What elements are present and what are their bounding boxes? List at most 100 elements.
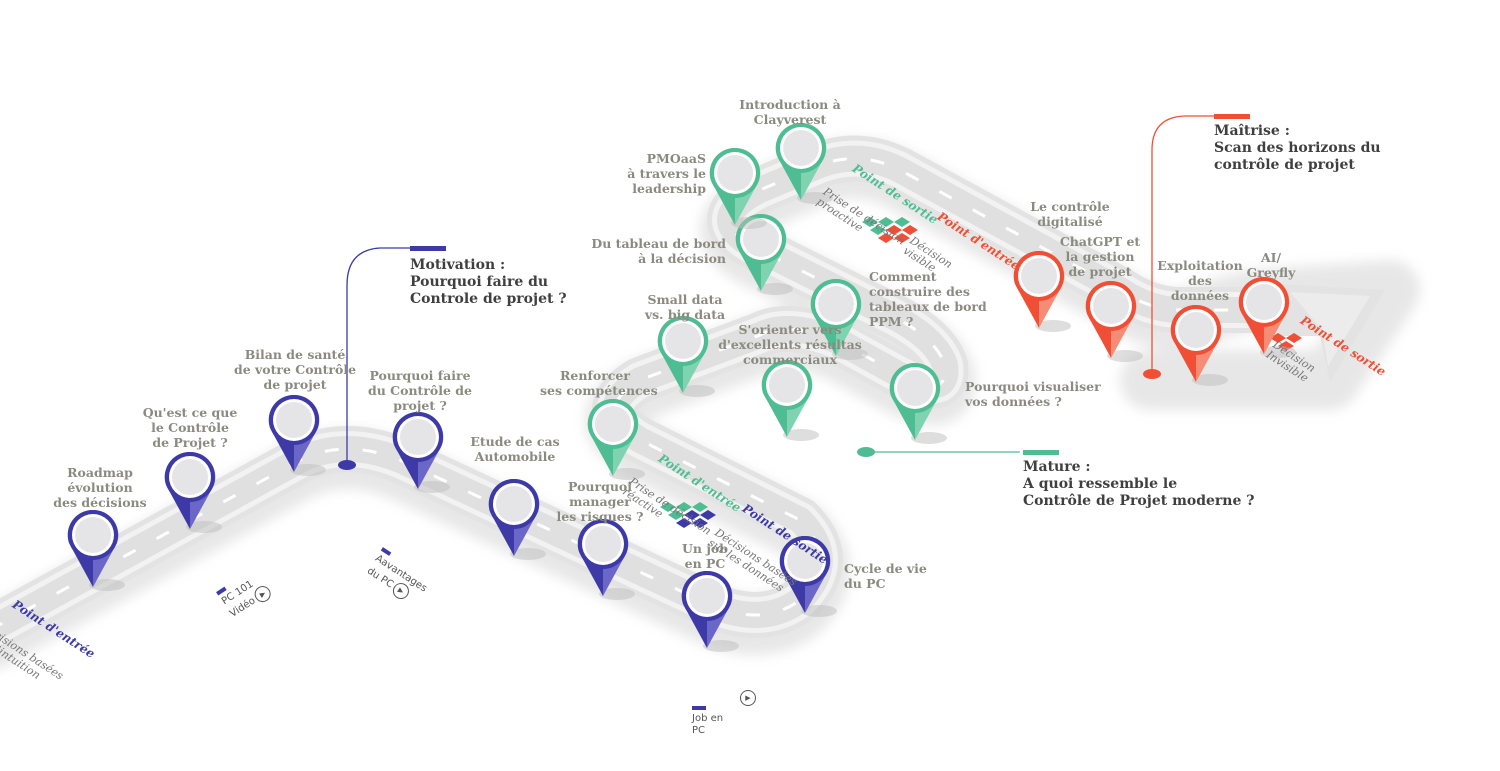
- map-pin-mature-1[interactable]: [657, 315, 715, 397]
- map-pin-mature-4[interactable]: [810, 278, 868, 360]
- pin-shadow: [832, 348, 868, 360]
- map-pin-motivation-6[interactable]: [681, 570, 739, 652]
- topic-label-small-data[interactable]: Small data vs. big data: [644, 292, 726, 322]
- pin-image-placeholder: [769, 367, 805, 403]
- pin-shadow: [757, 283, 793, 295]
- flag-square: [676, 502, 692, 512]
- motivation-connector-dot: [338, 460, 356, 470]
- flag-square: [878, 233, 894, 243]
- pin-shadow: [1260, 346, 1296, 358]
- pin-shadow: [783, 429, 819, 441]
- flag-square: [878, 217, 894, 227]
- flag-square: [862, 217, 878, 227]
- map-pin-mature-2[interactable]: [761, 359, 819, 441]
- pin-image-placeholder: [743, 221, 779, 257]
- topic-label-chatgpt[interactable]: ChatGPT et la gestion de projet: [1059, 234, 1141, 279]
- map-pin-maitrise-1[interactable]: [1085, 280, 1143, 362]
- pin-image-placeholder: [276, 402, 312, 438]
- map-pin-maitrise-0[interactable]: [1013, 250, 1071, 332]
- map-pin-motivation-2[interactable]: [268, 394, 326, 476]
- pin-image-placeholder: [595, 406, 631, 442]
- topic-label-renforcer[interactable]: Renforcer ses compétences: [540, 368, 658, 398]
- motivation-title-bar: [410, 246, 446, 251]
- maitrise-stage-title[interactable]: Maîtrise : Scan des horizons du contrôle…: [1214, 123, 1381, 173]
- checkered-flag-maitrise-entry: [862, 217, 918, 243]
- pin-shadow: [414, 481, 450, 493]
- flag-square: [660, 502, 676, 512]
- pin-image-placeholder: [787, 543, 823, 579]
- mature-connector-dot: [857, 447, 875, 457]
- media-label: Job en PC: [692, 713, 724, 736]
- pin-shadow: [801, 605, 837, 617]
- topic-label-manager-risques[interactable]: Pourquoi manager les risques ?: [556, 479, 644, 524]
- map-pin-mature-7[interactable]: [775, 122, 833, 204]
- flag-square: [902, 225, 918, 235]
- pin-shadow: [89, 579, 125, 591]
- topic-label-pmoaas[interactable]: PMOaaS à travers le leadership: [627, 151, 706, 196]
- topic-label-clayverest[interactable]: Introduction à Clayverest: [739, 97, 841, 127]
- map-pin-motivation-7[interactable]: [779, 535, 837, 617]
- pin-image-placeholder: [897, 370, 933, 406]
- map-pin-maitrise-3[interactable]: [1238, 276, 1296, 358]
- topic-label-controle-digitalise[interactable]: Le contrôle digitalisé: [1030, 199, 1110, 229]
- map-pin-motivation-0[interactable]: [67, 509, 125, 591]
- play-icon[interactable]: ▶: [740, 690, 756, 706]
- pin-shadow: [510, 548, 546, 560]
- pin-image-placeholder: [1178, 312, 1214, 348]
- topic-label-sorienter[interactable]: S'orienter vers d'excellents résultas co…: [718, 322, 862, 367]
- flag-square: [692, 502, 708, 512]
- maitrise-connector-dot: [1143, 369, 1161, 379]
- flag-square: [870, 225, 886, 235]
- map-pin-mature-3[interactable]: [889, 362, 947, 444]
- mature-title-bar: [1023, 450, 1059, 455]
- road-arrow-head-face: [1290, 292, 1370, 366]
- topic-label-bilan-de-sante[interactable]: Bilan de santé de votre Contrôle de proj…: [233, 347, 357, 392]
- topic-label-roadmap[interactable]: Roadmap évolution des décisions: [53, 465, 147, 510]
- pin-shadow: [797, 192, 833, 204]
- topic-label-job-en-pc[interactable]: Un job en PC: [682, 541, 728, 571]
- topic-label-quest-ce-que[interactable]: Qu'est ce que le Contrôle de Projet ?: [142, 405, 238, 450]
- pin-image-placeholder: [1093, 288, 1129, 324]
- topic-label-visualiser[interactable]: Pourquoi visualiser vos données ?: [965, 379, 1101, 409]
- flag-square: [676, 518, 692, 528]
- pin-shadow: [1107, 350, 1143, 362]
- pin-shadow: [290, 464, 326, 476]
- flag-square: [668, 510, 684, 520]
- pin-image-placeholder: [783, 130, 819, 166]
- pin-image-placeholder: [585, 526, 621, 562]
- pin-image-placeholder: [75, 517, 111, 553]
- map-pin-mature-0[interactable]: [587, 398, 645, 480]
- media-link-job-en-pc[interactable]: Job en PC ▶: [692, 682, 756, 737]
- pin-image-placeholder: [1021, 258, 1057, 294]
- topic-label-tableaux-ppm[interactable]: Comment construire des tableaux de bord …: [869, 269, 987, 329]
- topic-label-tableau-de-bord[interactable]: Du tableau de bord à la décision: [591, 236, 726, 266]
- pin-image-placeholder: [496, 486, 532, 522]
- media-bar: [692, 706, 706, 710]
- maitrise-title-bar: [1214, 114, 1250, 119]
- topic-label-etude-de-cas[interactable]: Etude de cas Automobile: [470, 434, 560, 464]
- flag-square: [894, 217, 910, 227]
- topic-label-cycle-de-vie[interactable]: Cycle de vie du PC: [844, 561, 927, 591]
- map-pin-motivation-1[interactable]: [164, 451, 222, 533]
- flag-square: [700, 510, 716, 520]
- pin-image-placeholder: [665, 323, 701, 359]
- topic-label-exploitation[interactable]: Exploitation des données: [1157, 258, 1243, 303]
- pin-image-placeholder: [1246, 284, 1282, 320]
- pin-shadow: [703, 640, 739, 652]
- map-pin-motivation-3[interactable]: [392, 411, 450, 493]
- pin-image-placeholder: [400, 419, 436, 455]
- flag-square: [894, 233, 910, 243]
- motivation-connector-line: [346, 247, 410, 465]
- map-pin-motivation-4[interactable]: [488, 478, 546, 560]
- motivation-stage-title[interactable]: Motivation : Pourquoi faire du Controle …: [410, 257, 567, 307]
- topic-label-ai-greyfly[interactable]: AI/ Greyfly: [1246, 250, 1296, 280]
- mature-stage-title[interactable]: Mature : A quoi ressemble le Contrôle de…: [1023, 459, 1255, 509]
- map-pin-motivation-5[interactable]: [577, 518, 635, 600]
- pin-shadow: [679, 385, 715, 397]
- pin-shadow: [911, 432, 947, 444]
- map-pin-maitrise-2[interactable]: [1170, 304, 1228, 386]
- flag-square: [1286, 333, 1302, 343]
- topic-label-pourquoi-faire[interactable]: Pourquoi faire du Contrôle de projet ?: [368, 368, 472, 413]
- map-pin-mature-6[interactable]: [709, 147, 767, 229]
